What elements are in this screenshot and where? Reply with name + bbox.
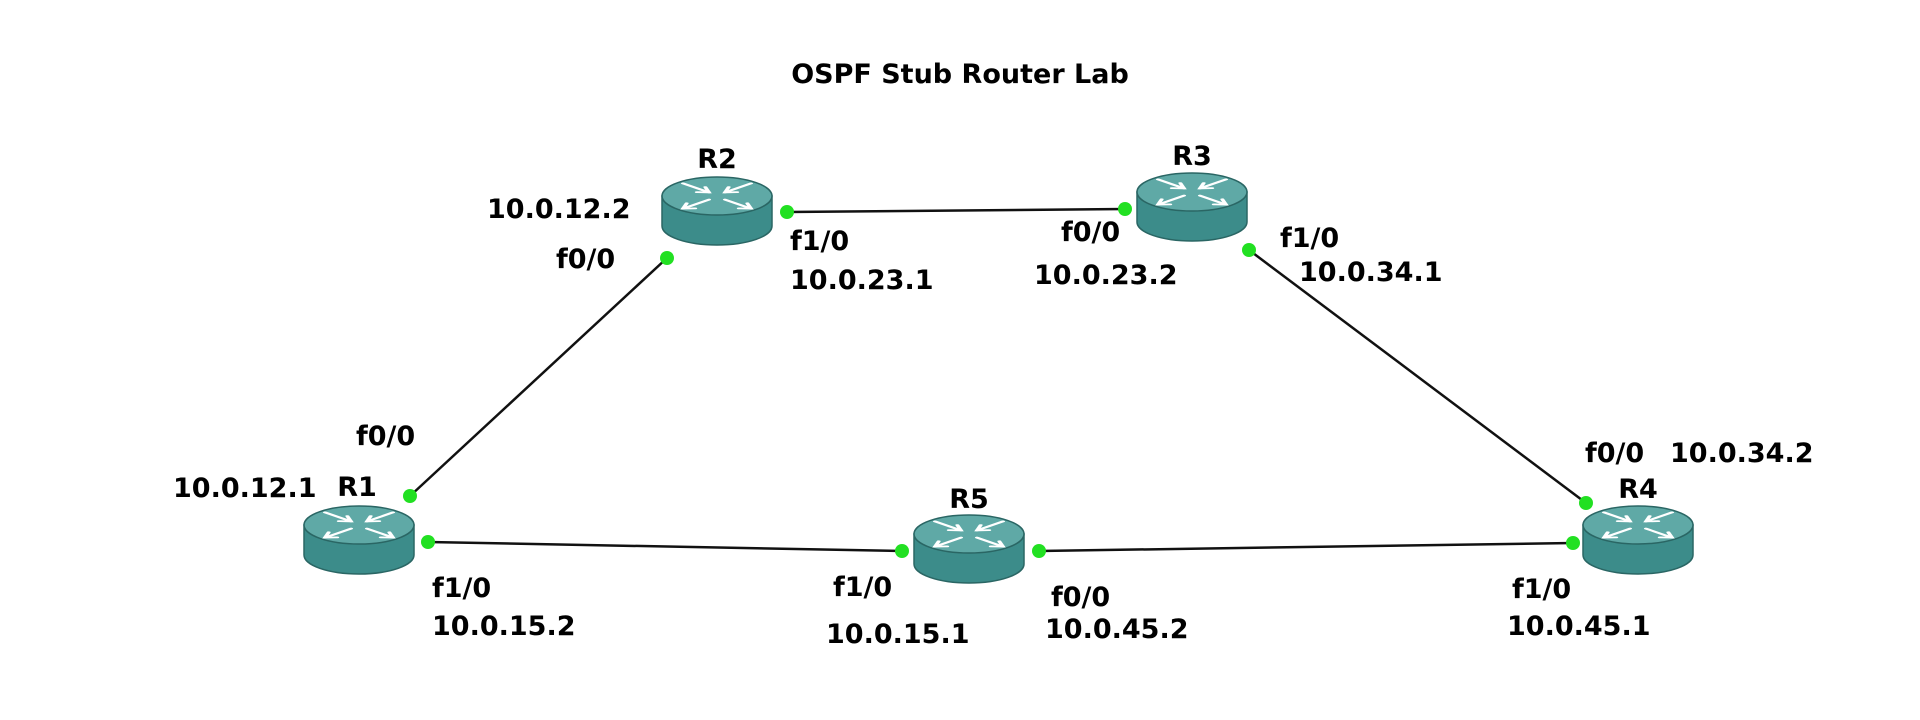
port-r3-r4-a[interactable] (1242, 243, 1256, 257)
router-top (913, 514, 1025, 554)
iface-label-r3-r4-b: f0/0 (1585, 438, 1644, 469)
ip-label-r1-r2-a: 10.0.12.1 (173, 473, 317, 504)
iface-label-r1-r2-a: f0/0 (356, 421, 415, 452)
router-arrows-icon (1601, 511, 1675, 539)
ip-label-r2-r3-b: 10.0.23.2 (1034, 260, 1178, 291)
port-r4-r5-b[interactable] (1032, 544, 1046, 558)
router-r3[interactable] (1136, 172, 1248, 242)
router-top (303, 505, 415, 545)
router-r4[interactable] (1582, 505, 1694, 575)
iface-label-r2-r3-a: f1/0 (790, 226, 849, 257)
router-r2[interactable] (661, 176, 773, 246)
iface-label-r4-r5-a: f1/0 (1512, 574, 1571, 605)
iface-label-r1-r2-b: f0/0 (556, 244, 615, 275)
router-arrows-icon (1155, 178, 1229, 206)
port-r1-r2-b[interactable] (660, 251, 674, 265)
port-r5-r1-a[interactable] (895, 544, 909, 558)
routers-layer (303, 172, 1694, 584)
link-r4-r5[interactable] (1038, 541, 1574, 553)
router-top (1136, 172, 1248, 212)
router-top (661, 176, 773, 216)
router-top (1582, 505, 1694, 545)
link-r3-r4[interactable] (1248, 249, 1587, 504)
ip-label-r1-r2-b: 10.0.12.2 (487, 194, 631, 225)
ip-label-r3-r4-a: 10.0.34.1 (1299, 257, 1443, 288)
router-arrows-icon (680, 182, 754, 210)
router-r5[interactable] (913, 514, 1025, 584)
ports-layer (403, 202, 1593, 558)
ip-label-r5-r1-b: 10.0.15.2 (432, 611, 576, 642)
port-r2-r3-a[interactable] (780, 205, 794, 219)
router-name-r2: R2 (697, 144, 737, 175)
router-name-r1: R1 (337, 472, 377, 503)
port-r4-r5-a[interactable] (1566, 536, 1580, 550)
ip-label-r2-r3-a: 10.0.23.1 (790, 265, 934, 296)
ip-label-r5-r1-a: 10.0.15.1 (826, 619, 970, 650)
ip-label-r3-r4-b: 10.0.34.2 (1670, 438, 1814, 469)
ip-label-r4-r5-b: 10.0.45.2 (1045, 614, 1189, 645)
router-name-r5: R5 (949, 484, 989, 515)
link-r1-r2[interactable] (409, 257, 668, 497)
router-arrows-icon (322, 511, 396, 539)
diagram-title: OSPF Stub Router Lab (791, 59, 1129, 90)
port-r1-r2-a[interactable] (403, 489, 417, 503)
port-r3-r4-b[interactable] (1579, 496, 1593, 510)
iface-label-r4-r5-b: f0/0 (1051, 582, 1110, 613)
iface-label-r5-r1-b: f1/0 (432, 573, 491, 604)
port-r5-r1-b[interactable] (421, 535, 435, 549)
iface-label-r5-r1-a: f1/0 (833, 572, 892, 603)
ip-label-r4-r5-a: 10.0.45.1 (1507, 611, 1651, 642)
links-layer (409, 207, 1587, 553)
link-r5-r1[interactable] (427, 540, 903, 553)
router-arrows-icon (932, 520, 1006, 548)
router-r1[interactable] (303, 505, 415, 575)
iface-label-r3-r4-a: f1/0 (1280, 223, 1339, 254)
link-r2-r3[interactable] (786, 207, 1126, 214)
router-name-r4: R4 (1618, 474, 1658, 505)
port-r2-r3-b[interactable] (1118, 202, 1132, 216)
iface-label-r2-r3-b: f0/0 (1061, 217, 1120, 248)
router-name-r3: R3 (1172, 141, 1212, 172)
